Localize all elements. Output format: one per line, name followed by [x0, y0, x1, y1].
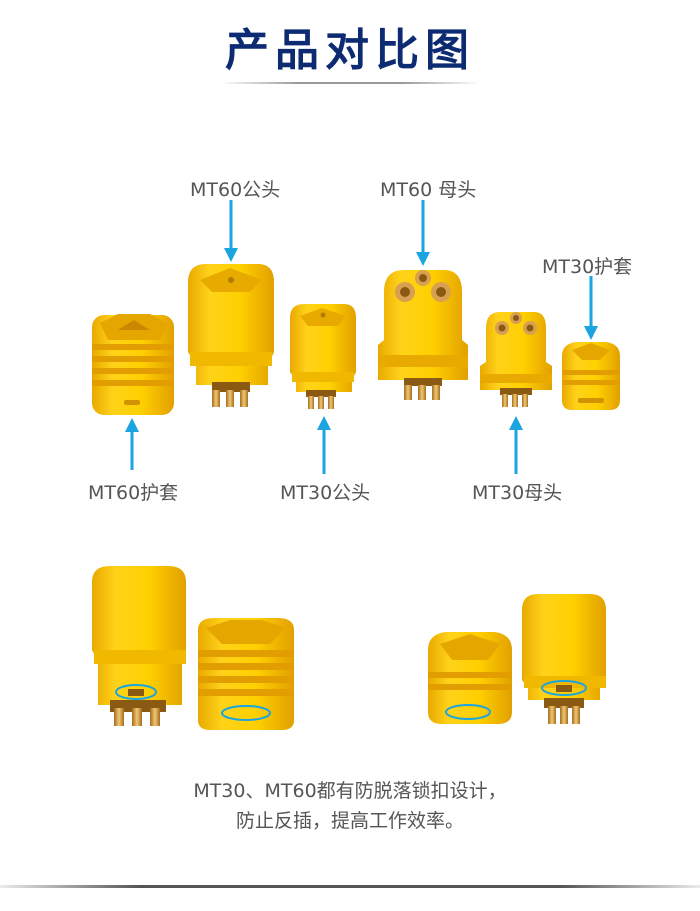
arrow-down-icon — [584, 276, 598, 340]
label-mt30-male: MT30公头 — [280, 482, 371, 504]
caption-line-2: 防止反插，提高工作效率。 — [235, 810, 464, 832]
label-mt60-male: MT60公头 — [190, 179, 281, 201]
mt30-sleeve-locking-view — [428, 632, 512, 724]
mt30-female-connector — [480, 312, 552, 407]
mt60-female-connector — [378, 270, 468, 400]
mt30-sleeve-connector — [562, 342, 620, 410]
arrow-up-icon — [509, 416, 523, 474]
mt60-male-connector — [188, 264, 274, 407]
page-title: 产品对比图 — [225, 25, 475, 76]
mt60-sleeve-locking-view — [198, 618, 294, 730]
label-mt60-sleeve: MT60护套 — [88, 482, 179, 504]
arrow-up-icon — [317, 416, 331, 474]
caption-line-1: MT30、MT60都有防脱落锁扣设计， — [193, 780, 507, 802]
mt60-sleeve-connector — [92, 314, 174, 415]
arrow-down-icon — [416, 200, 430, 266]
mt30-male-locking-view — [522, 594, 606, 724]
bottom-divider — [0, 885, 700, 888]
title-underline — [220, 82, 480, 84]
arrow-down-icon — [224, 200, 238, 262]
label-mt60-female: MT60 母头 — [380, 179, 477, 201]
mt30-male-connector — [290, 304, 356, 409]
mt60-male-locking-view — [92, 566, 186, 726]
arrow-up-icon — [125, 418, 139, 470]
label-mt30-female: MT30母头 — [472, 482, 563, 504]
label-mt30-sleeve: MT30护套 — [542, 256, 633, 278]
